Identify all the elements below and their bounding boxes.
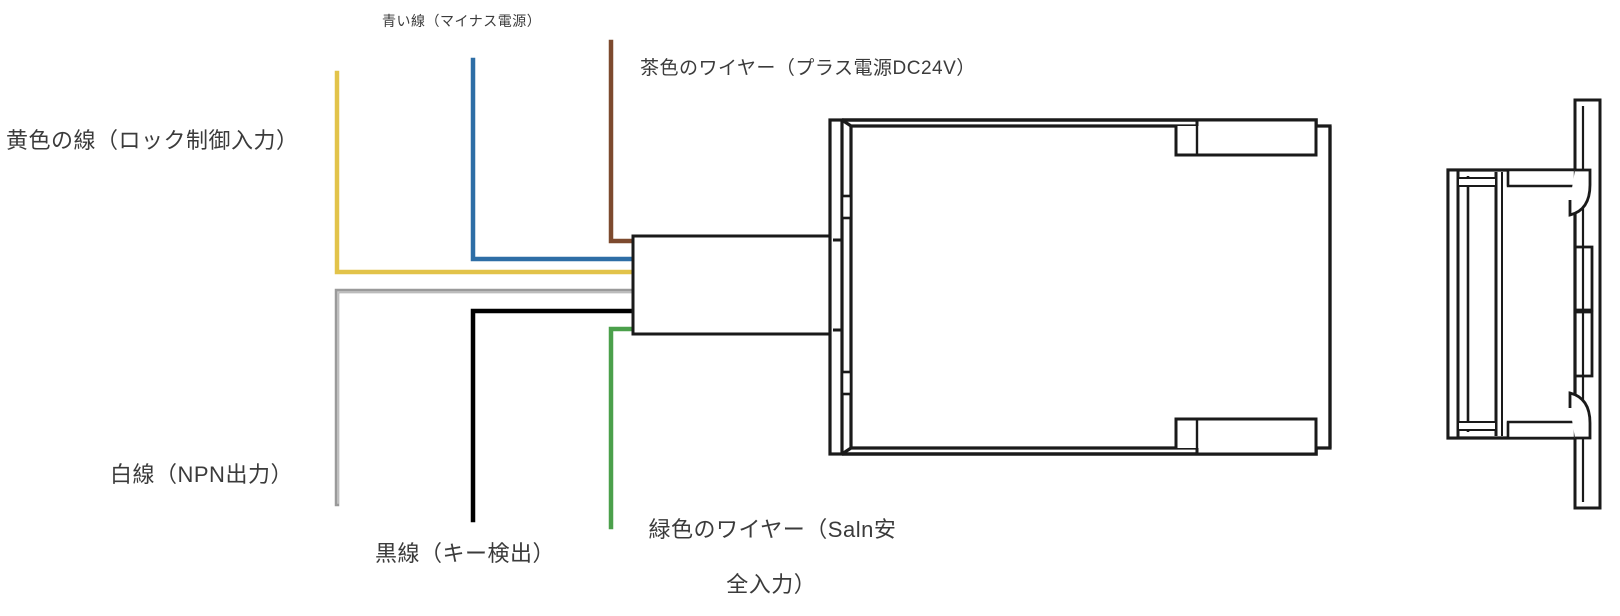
cable-connector-shroud (631, 234, 835, 336)
latch-tab-upper (840, 194, 853, 220)
label-green-wire-line2: 全入力） (726, 571, 817, 597)
label-brown-wire: 茶色のワイヤー（プラス電源DC24V） (640, 58, 976, 79)
black-wire-path (470, 308, 636, 523)
label-green-wire: 緑色のワイヤー（Saln安 全入力） (622, 488, 897, 616)
blue-wire-path (470, 57, 636, 262)
label-black-wire: 黒線（キー検出） (375, 541, 556, 566)
device-body-front-view (828, 118, 1332, 456)
white-wire-path (334, 288, 636, 507)
label-green-wire-line1: 緑色のワイヤー（Saln安 (648, 516, 897, 542)
yellow-wire-path (334, 70, 636, 275)
label-white-wire: 白線（NPN出力） (110, 462, 293, 487)
label-blue-wire: 青い線（マイナス電源） (382, 13, 542, 29)
brown-wire-path (608, 39, 636, 244)
white-wire-highlight (337, 291, 634, 504)
green-wire-path (608, 326, 636, 530)
device-side-view (1446, 98, 1602, 510)
label-yellow-wire: 黄色の線（ロック制御入力） (6, 128, 299, 153)
latch-tab-lower (840, 370, 853, 396)
